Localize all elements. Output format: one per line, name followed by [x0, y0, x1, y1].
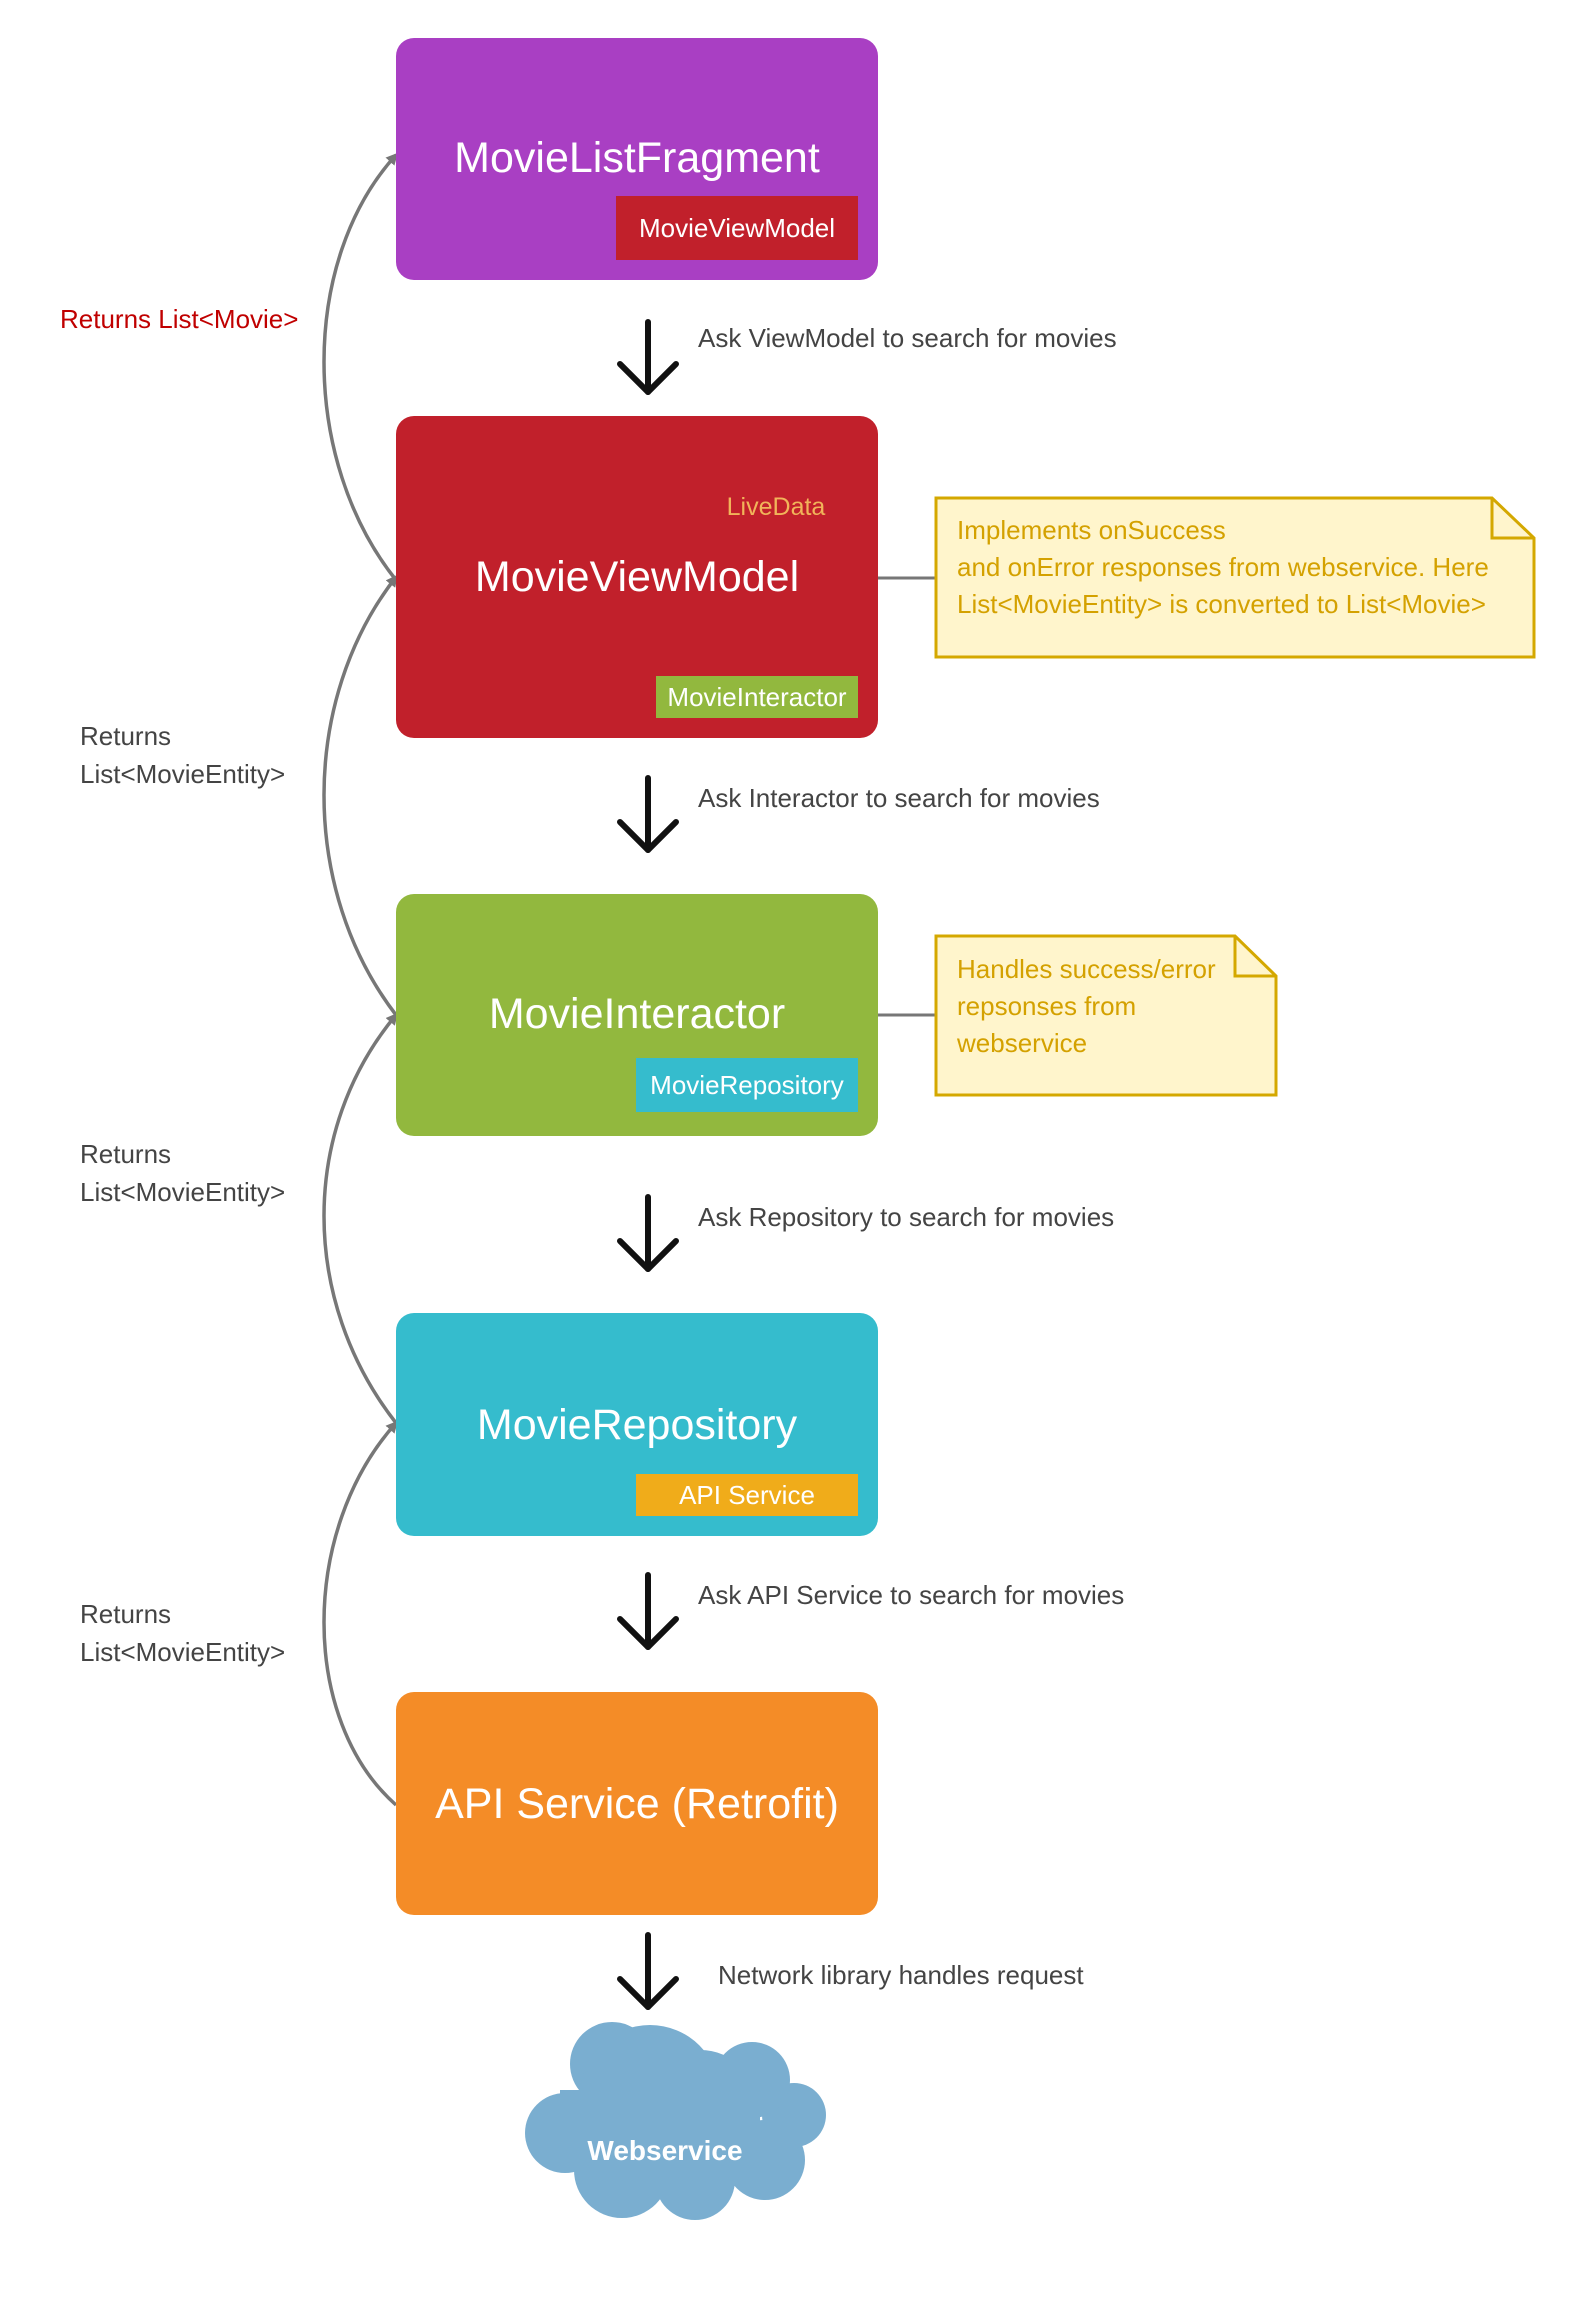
note-viewmodel-line3: List<MovieEntity> is converted to List<M…: [957, 589, 1486, 619]
note-viewmodel-text: Implements onSuccess and onError respons…: [957, 512, 1489, 623]
movie-repository-tag: MovieRepository: [636, 1058, 858, 1112]
step-label-2: Ask Interactor to search for movies: [698, 783, 1100, 813]
down-arrow-1: [617, 319, 679, 395]
movie-interactor-box[interactable]: MovieInteractor MovieRepository: [396, 894, 878, 1136]
step-label-4: Ask API Service to search for movies: [698, 1580, 1125, 1610]
return-label-4: Returns List<MovieEntity>: [80, 1595, 285, 1671]
webservice-label: Webservice: [587, 2135, 743, 2166]
note-viewmodel: [934, 496, 1536, 659]
return-label-4-line1: Returns: [80, 1599, 172, 1629]
cloud-shape: [525, 2022, 826, 2220]
movie-interactor-title: MovieInteractor: [488, 990, 786, 1038]
return-arrow-3: [322, 1012, 398, 1425]
note-interactor-line2: repsonses from: [957, 991, 1137, 1021]
down-arrow-4: [617, 1572, 679, 1650]
return-label-2-line2: List<MovieEntity>: [80, 759, 286, 789]
movie-list-fragment-title: MovieListFragment: [454, 134, 820, 182]
step-label-3: Ask Repository to search for movies: [698, 1202, 1115, 1232]
return-arrow-1: [322, 152, 399, 582]
return-arrow-2: [322, 574, 398, 1017]
api-service-box[interactable]: API Service (Retrofit): [396, 1692, 878, 1915]
return-label-4-line2: List<MovieEntity>: [80, 1637, 286, 1667]
movie-repository-title: MovieRepository: [476, 1401, 798, 1449]
return-arrow-4: [322, 1420, 399, 1807]
api-service-tag: API Service: [636, 1474, 858, 1516]
step-label-5: Network library handles request: [718, 1960, 1084, 1990]
note-interactor-line3: webservice: [957, 1028, 1088, 1058]
note-interactor-line1: Handles success/error: [957, 954, 1216, 984]
note-viewmodel-line1: Implements onSuccess: [957, 515, 1226, 545]
down-arrow-3: [617, 1194, 679, 1272]
api-service-title: API Service (Retrofit): [435, 1780, 839, 1828]
return-label-3: Returns List<MovieEntity>: [80, 1135, 285, 1211]
livedata-label: LiveData: [726, 493, 826, 521]
down-arrow-2: [617, 775, 679, 853]
return-label-3-line1: Returns: [80, 1139, 172, 1169]
step-label-1: Ask ViewModel to search for movies: [698, 323, 1117, 353]
return-label-2-line1: Returns: [80, 721, 172, 751]
movie-repository-box[interactable]: MovieRepository API Service: [396, 1313, 878, 1536]
movie-list-fragment-box[interactable]: MovieListFragment MovieViewModel: [396, 38, 878, 280]
movie-viewmodel-box[interactable]: MovieViewModel MovieInteractor: [396, 416, 878, 738]
note-interactor: [934, 934, 1278, 1097]
movie-viewmodel-tag: MovieViewModel: [616, 196, 858, 260]
return-label-3-line2: List<MovieEntity>: [80, 1177, 286, 1207]
movie-interactor-tag: MovieInteractor: [656, 676, 858, 718]
down-arrow-5: [617, 1932, 679, 2010]
return-label-2: Returns List<MovieEntity>: [80, 717, 285, 793]
note-viewmodel-line2: and onError responses from webservice. H…: [957, 552, 1489, 582]
return-label-1: Returns List<Movie>: [60, 300, 298, 338]
note-interactor-text: Handles success/error repsonses from web…: [957, 951, 1216, 1062]
movie-viewmodel-title: MovieViewModel: [474, 553, 800, 601]
return-label-1-line1: Returns List<Movie>: [60, 304, 299, 334]
